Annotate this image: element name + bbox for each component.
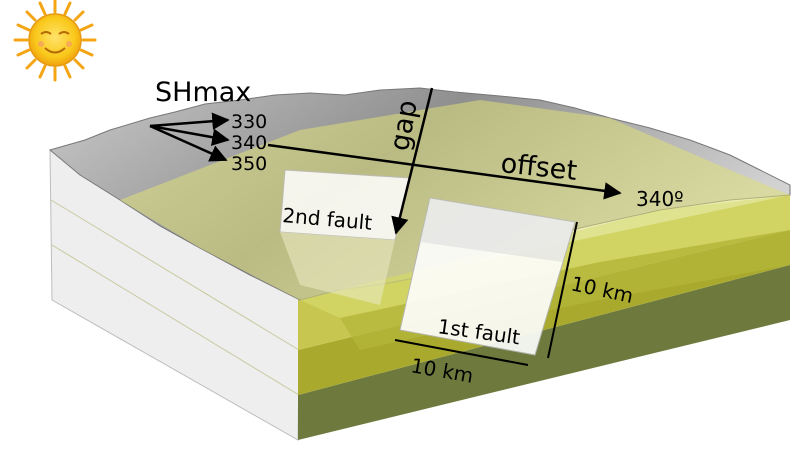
- shmax-arrows: [149, 112, 230, 162]
- layer-bottom-face: [298, 265, 790, 440]
- depth-scale-line: [547, 221, 578, 359]
- sun-icon: [13, 0, 97, 82]
- gap-arrow: [391, 87, 434, 235]
- length-scale-line: [394, 339, 529, 366]
- offset-arrow: [267, 143, 622, 200]
- azimuth-330: 330: [231, 111, 267, 133]
- azimuth-350: 350: [231, 153, 267, 175]
- shmax-label: SHmax: [155, 77, 251, 108]
- direction-label: 340º: [636, 187, 684, 211]
- azimuth-340: 340: [231, 132, 267, 154]
